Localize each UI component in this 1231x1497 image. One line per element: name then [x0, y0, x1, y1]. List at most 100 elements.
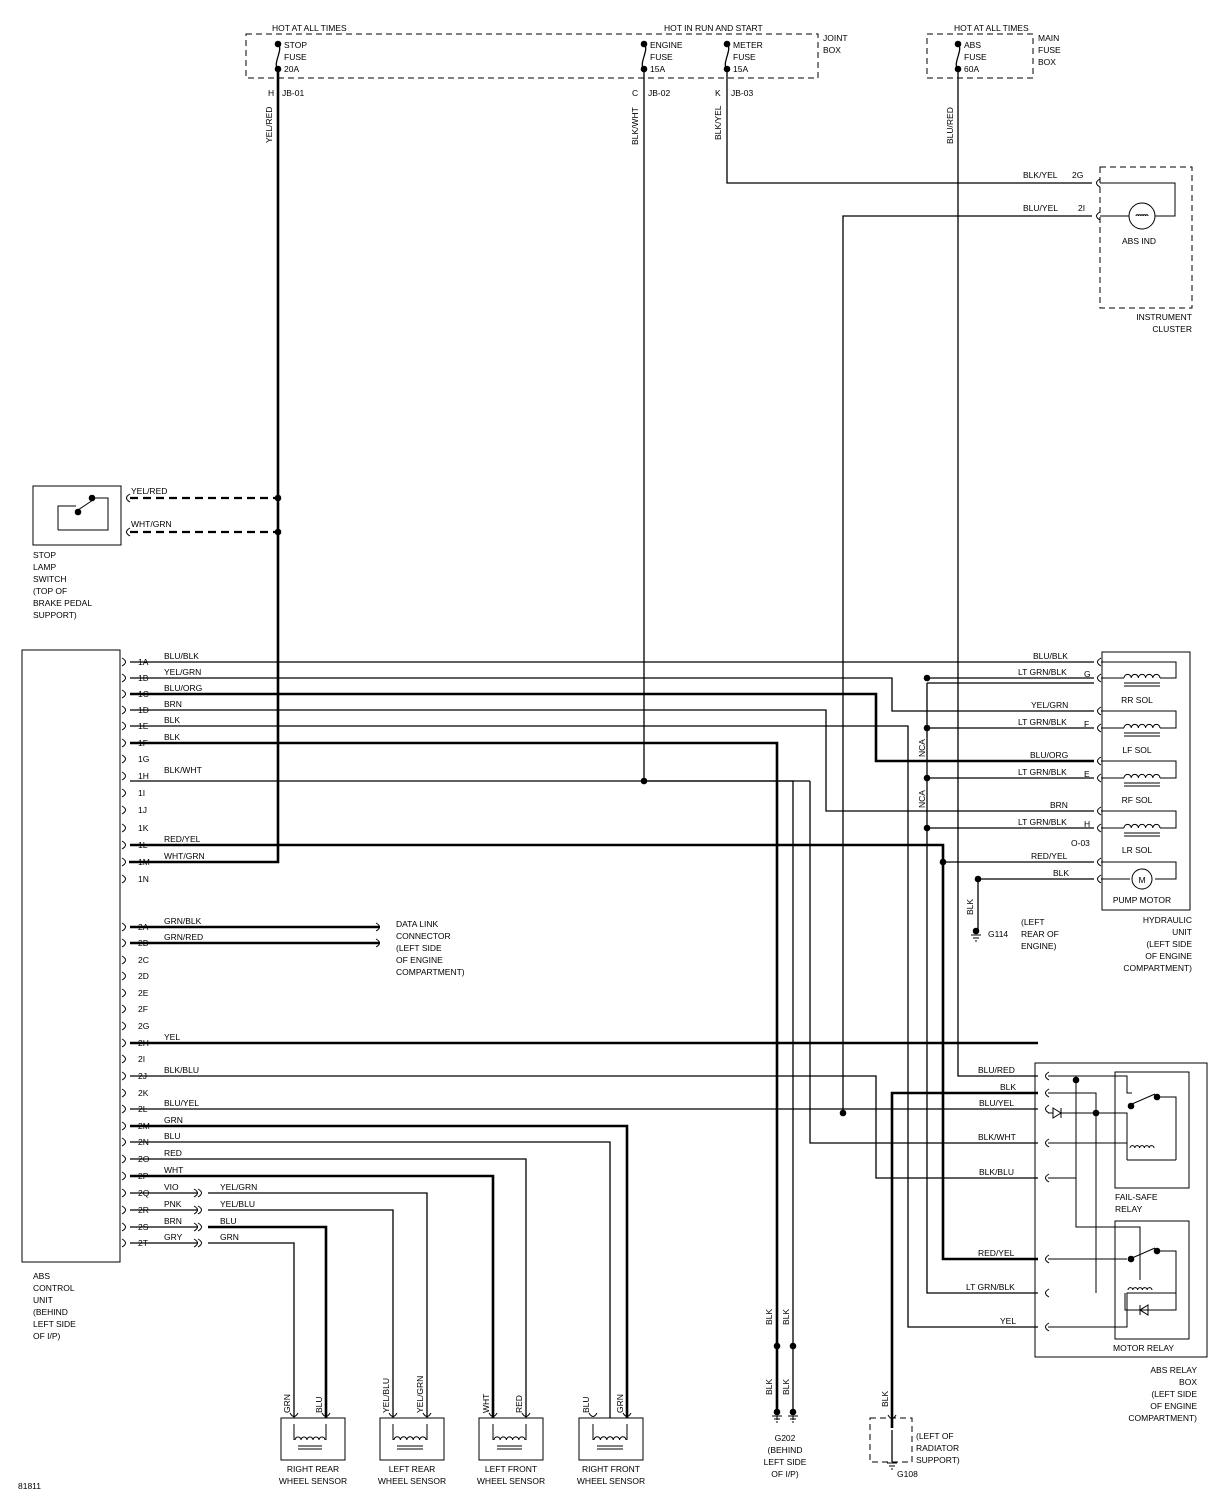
connector-symbol: [197, 1222, 202, 1232]
ecu-pin-label: 1I: [138, 788, 145, 798]
connector-symbol: [197, 1188, 202, 1198]
wire-color-label: GRN: [615, 1394, 625, 1413]
connector-symbol: [126, 527, 131, 537]
g202-location-label: (BEHIND: [768, 1445, 803, 1455]
wire-color-label: BLU: [164, 1131, 181, 1141]
wire-color-label: BLU/BLK: [164, 651, 199, 661]
hot-label: HOT AT ALL TIMES: [954, 23, 1029, 33]
abs-control-unit-label: OF I/P): [33, 1331, 61, 1341]
fail-safe-relay-box: [1114, 1071, 1190, 1189]
ecu-pin-label: 1E: [138, 721, 149, 731]
ground-label: G202: [775, 1433, 796, 1443]
wire-color-label: BLK: [764, 1379, 774, 1395]
connector-symbol: [121, 938, 126, 948]
grn-sensor-wire: [208, 1242, 295, 1418]
connector-symbol: [388, 1412, 398, 1417]
stop-fuse-wire: [129, 69, 280, 864]
abs-relay-box-label: BOX: [1179, 1377, 1197, 1387]
jb-label: JB-02: [648, 88, 670, 98]
wire-color-label: LT GRN/BLK: [966, 1282, 1015, 1292]
sensor-core-icon: [397, 1445, 423, 1450]
wire-color-label: YEL/RED: [131, 486, 167, 496]
g114-location-label: ENGINE): [1021, 941, 1057, 951]
splice-dot: [1072, 1076, 1080, 1084]
abs-indicator-lamp-icon: [1128, 202, 1156, 230]
splice-dot: [773, 1408, 781, 1416]
ecu-pin-label: 1K: [138, 823, 149, 833]
wire-color-label: VIO: [164, 1182, 179, 1192]
blu-org-wire: [130, 692, 1094, 763]
connector-symbol: [588, 1412, 598, 1417]
red-yel-wire: [130, 843, 1038, 1261]
connector-symbol: [121, 738, 126, 748]
ecu-pin-label: 2F: [138, 1004, 148, 1014]
joint-box-label: JOINT: [823, 33, 848, 43]
pin-label: 2G: [1072, 170, 1083, 180]
splice-dot: [923, 774, 931, 782]
wire-color-label: LT GRN/BLK: [1018, 767, 1067, 777]
abs-fuse-label: 60A: [964, 64, 979, 74]
blk-ground-wire: [890, 1091, 1038, 1428]
meter-fuse-label: FUSE: [733, 52, 756, 62]
solenoid-coil-icon: [1123, 673, 1161, 679]
connector-symbol: [121, 1121, 126, 1131]
ecu-pin-label: 1M: [138, 857, 150, 867]
hydraulic-unit-label: HYDRAULIC: [1143, 915, 1192, 925]
motor-relay-box: [1114, 1220, 1190, 1340]
g202-location-label: LEFT SIDE: [764, 1457, 807, 1467]
relay-internal-wire: [1124, 1293, 1177, 1311]
fuse-icon: [724, 43, 730, 70]
wheel-sensor-label: LEFT REAR: [389, 1464, 436, 1474]
solenoid-core-icon: [1124, 682, 1160, 687]
wire-color-label: BLK/WHT: [978, 1132, 1016, 1142]
brn-wire: [130, 709, 1094, 812]
yel-grn-sensor-wire: [208, 1192, 428, 1418]
solenoid-core-icon: [1124, 832, 1160, 837]
wire-color-label: BLK: [764, 1309, 774, 1325]
stop-fuse-label: FUSE: [284, 52, 307, 62]
stop-lamp-switch-label: LAMP: [33, 562, 56, 572]
relay-coil-icon: [1129, 1145, 1155, 1149]
connector-symbol: [1097, 723, 1102, 733]
wire-color-label: BLK: [164, 715, 180, 725]
stop-lamp-switch-label: BRAKE PEDAL: [33, 598, 92, 608]
wire-color-label: GRN: [220, 1232, 239, 1242]
grn-sensor-wire: [130, 1124, 629, 1418]
abs-relay-box-label: (LEFT SIDE: [1151, 1389, 1197, 1399]
wheel-sensor-label: WHEEL SENSOR: [378, 1476, 446, 1486]
connector-symbol: [121, 1071, 126, 1081]
connector-symbol: [1097, 657, 1102, 667]
connector-symbol: [1045, 1173, 1050, 1183]
solenoid-wire: [1101, 760, 1177, 779]
relay-internal-wire: [1075, 1178, 1141, 1280]
relay-contact: [1127, 1102, 1135, 1110]
ecu-pin-label: 2D: [138, 971, 149, 981]
sensor-core-icon: [298, 1445, 322, 1450]
ground-dashed-wire: [776, 1346, 794, 1420]
solenoid-label: RR SOL: [1121, 695, 1153, 705]
wire-color-label: YEL/GRN: [415, 1376, 425, 1413]
wheel-sensor-label: LEFT FRONT: [485, 1464, 537, 1474]
diode-icon: [1052, 1107, 1062, 1119]
relay-contact-icon: [1131, 1093, 1156, 1105]
wire-color-label: BLK: [1000, 1082, 1016, 1092]
connector-symbol: [121, 805, 126, 815]
wire-color-label: BLK/WHT: [630, 107, 640, 145]
pin-label: H: [268, 88, 274, 98]
red-sensor-wire: [130, 1158, 527, 1418]
data-link-connector-label: COMPARTMENT): [396, 967, 465, 977]
connector-symbol: [197, 1205, 202, 1215]
jb-label: JB-01: [282, 88, 304, 98]
motor-relay-label: MOTOR RELAY: [1113, 1343, 1174, 1353]
splice-dot: [939, 858, 947, 866]
abs-relay-box-label: OF ENGINE: [1150, 1401, 1197, 1411]
wire-color-label: BRN: [164, 699, 182, 709]
pin-label: 2I: [1078, 203, 1085, 213]
wire-color-label: BLU/ORG: [1030, 750, 1068, 760]
relay-internal-wire: [1048, 1075, 1132, 1094]
ecu-pin-label: 2B: [138, 938, 149, 948]
pump-motor-label: PUMP MOTOR: [1113, 895, 1171, 905]
connector-symbol: [193, 1188, 198, 1198]
nca-label: NCA: [917, 790, 927, 808]
fuse-icon: [641, 43, 647, 70]
